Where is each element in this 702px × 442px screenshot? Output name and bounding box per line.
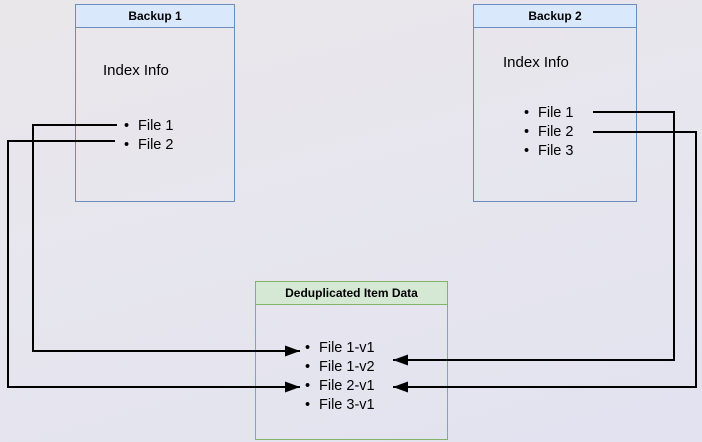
dedup-file-list: File 1-v1File 1-v2File 2-v1File 3-v1 — [305, 339, 375, 415]
backup1-box: Backup 1 Index Info File 1File 2 — [75, 4, 235, 202]
backup2-subtitle: Index Info — [503, 54, 569, 71]
dedup-header: Deduplicated Item Data — [256, 282, 447, 305]
backup1-header: Backup 1 — [76, 5, 234, 28]
file-item: File 1-v1 — [305, 339, 375, 358]
file-item: File 3-v1 — [305, 396, 375, 415]
file-item: File 2 — [524, 123, 573, 142]
file-item: File 3 — [524, 142, 573, 161]
backup2-file-list: File 1File 2File 3 — [524, 104, 573, 161]
file-item: File 2-v1 — [305, 377, 375, 396]
dedup-box: Deduplicated Item Data File 1-v1File 1-v… — [255, 281, 448, 440]
backup1-title: Backup 1 — [128, 9, 182, 23]
file-item: File 1-v2 — [305, 358, 375, 377]
dedup-title: Deduplicated Item Data — [285, 286, 418, 300]
backup1-subtitle: Index Info — [103, 62, 169, 79]
backup2-header: Backup 2 — [474, 5, 636, 28]
backup1-file-list: File 1File 2 — [124, 117, 173, 155]
file-item: File 1 — [124, 117, 173, 136]
file-item: File 1 — [524, 104, 573, 123]
file-item: File 2 — [124, 136, 173, 155]
backup2-box: Backup 2 Index Info File 1File 2File 3 — [473, 4, 637, 202]
backup2-title: Backup 2 — [528, 9, 582, 23]
